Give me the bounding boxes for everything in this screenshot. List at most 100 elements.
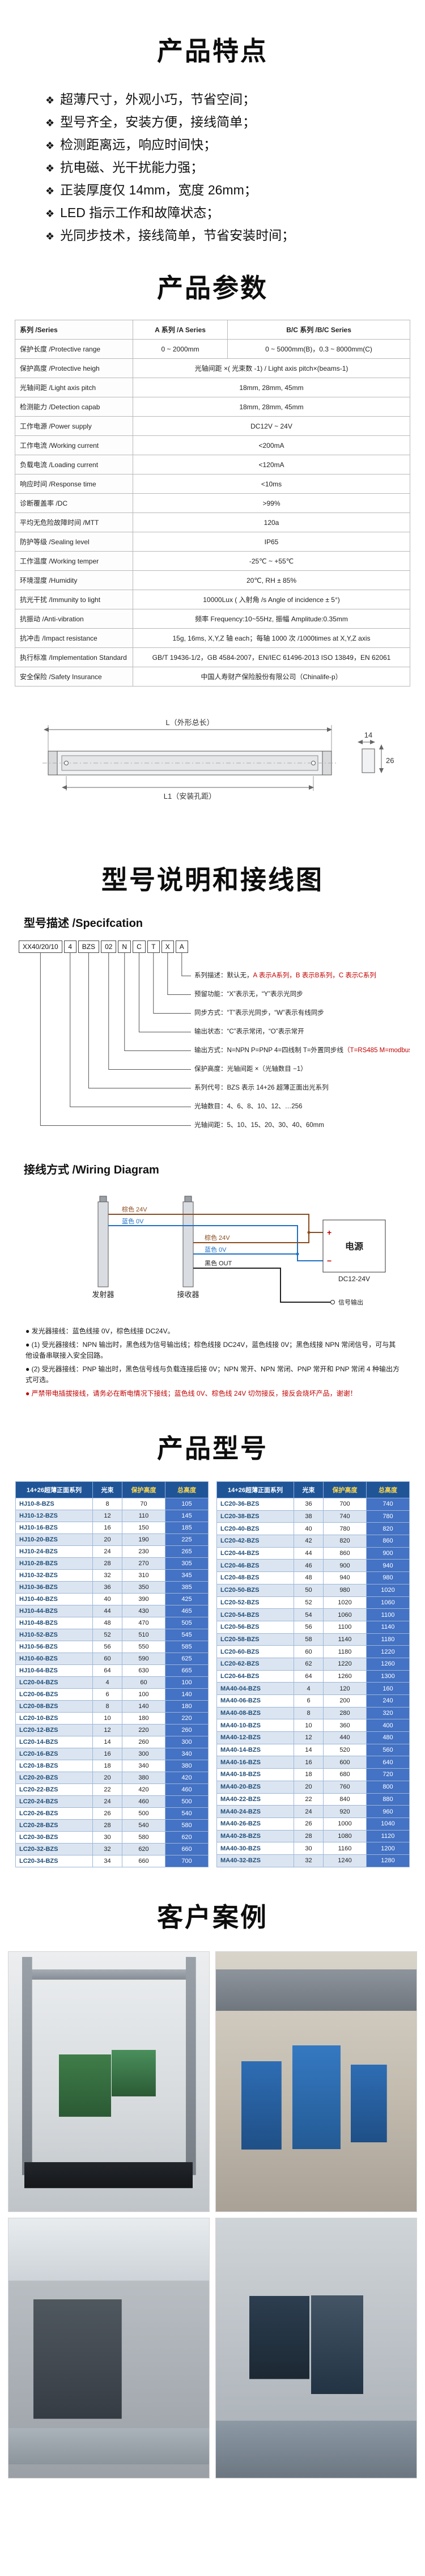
diamond-bullet-icon: ❖ [45,208,55,219]
wiring-note-line: ● 发光器接线：蓝色线接 0V，棕色线接 DC24V。 [26,1327,175,1335]
receiver-bar [182,1201,194,1287]
model-code-box: XX40/20/10 [19,940,62,953]
customer-case-photo-1 [8,1951,210,2212]
model-code-box: 4 [63,940,76,953]
feature-text: 型号齐全，安装方便，接线简单； [60,115,256,129]
param-row: 负载电流 /Loading current<120mA [15,455,410,474]
wiring-diagram-svg: 发射器 接收器 棕色 24V 蓝色 0V 棕色 24V 蓝色 0V [92,1196,386,1306]
model-code-annotation: 预留功能：“X”表示无，“Y”表示光同步 [194,991,303,998]
wire-label-brown-2: 棕色 24V [205,1234,230,1242]
feature-item: ❖ 抗电磁、光干扰能力强； [45,156,380,179]
wiring-label: 接线方式 /Wiring Diagram [24,1164,159,1176]
dimension-drawing-svg: L（外形总长） L1（安装孔距） 14 26 [42,718,394,800]
wiring-notes: ● 发光器接线：蓝色线接 0V，棕色线接 DC24V。● (1) 受光器接线：N… [26,1326,400,1399]
model-table-header-cell: 光束 [294,1481,324,1498]
feature-text: 正装厚度仅 14mm，宽度 26mm； [60,183,257,197]
feature-item: ❖光同步技术，接线简单，节省安装时间； [45,224,380,247]
model-code-annotation: 系列代号：BZS 表示 14+26 超薄正面出光系列 [194,1084,329,1091]
power-plus: + [327,1228,332,1237]
param-row: 工作温度 /Working temper-25℃ ~ +55℃ [15,551,410,571]
power-label: 电源 [345,1241,363,1252]
param-row: 工作电流 /Working current<200mA [15,435,410,455]
section-title-features: 产品特点 [157,36,268,66]
feature-item: ❖超薄尺寸，外观小巧，节省空间； [45,88,380,111]
case-photo-grid [8,1951,417,2478]
model-code-box: 02 [101,940,117,953]
cross-section [362,748,375,773]
feature-text: 超薄尺寸，外观小巧，节省空间； [60,92,256,107]
diamond-bullet-icon: ❖ [45,163,55,174]
power-supply-box [322,1219,386,1273]
dim-hole-pitch-label: L1（安装孔距） [164,792,216,800]
model-code-annotation: 保护高度：光轴间距 ×（光轴数目 −1） [194,1066,307,1073]
wiring-note-line: ● 严禁带电插拔接线，请务必在断电情况下接线；蓝色线 0V、棕色线 24V 切勿… [26,1389,357,1397]
transmitter-label: 发射器 [92,1290,114,1299]
wire-label-brown-1: 棕色 24V [122,1205,147,1213]
model-table-header-cell: 总高度 [366,1481,410,1498]
section-title-model-description: 型号说明和接线图 [101,865,324,895]
model-code-box: BZS [78,940,100,953]
wire-black-signal [193,1268,330,1303]
feature-item: ❖LED 指示工作和故障状态； [45,202,380,224]
feature-text: 光同步技术，接线简单，节省安装时间； [60,228,295,243]
model-code-annotation: 光轴间距：5、10、15、20、30、40、60mm [194,1122,324,1129]
feature-text: 抗电磁、光干扰能力强； [60,160,204,175]
model-code-annotation: 输出方式：N=NPN P=PNP 4=四线制 T=外置同步线（T=RS485 M… [194,1047,410,1054]
power-minus: − [327,1256,332,1265]
model-table-header-cell: 光束 [92,1481,122,1498]
model-code-annotation: 同步方式：“T”表示光同步，“W”表示有线同步 [194,1010,324,1016]
connector-lines [40,953,191,1126]
model-table-header-cell: 保护高度 [323,1481,367,1498]
wire-brown-transmitter [108,1214,323,1233]
dim-width-label: 26 [386,756,394,765]
wire-label-black: 黑色 OUT [205,1259,232,1267]
wire-label-blue-2: 蓝色 0V [205,1245,227,1253]
section-title-models: 产品型号 [157,1434,268,1463]
signal-out-label: 信号输出 [338,1298,363,1306]
wire-label-blue-1: 蓝色 0V [122,1217,144,1225]
